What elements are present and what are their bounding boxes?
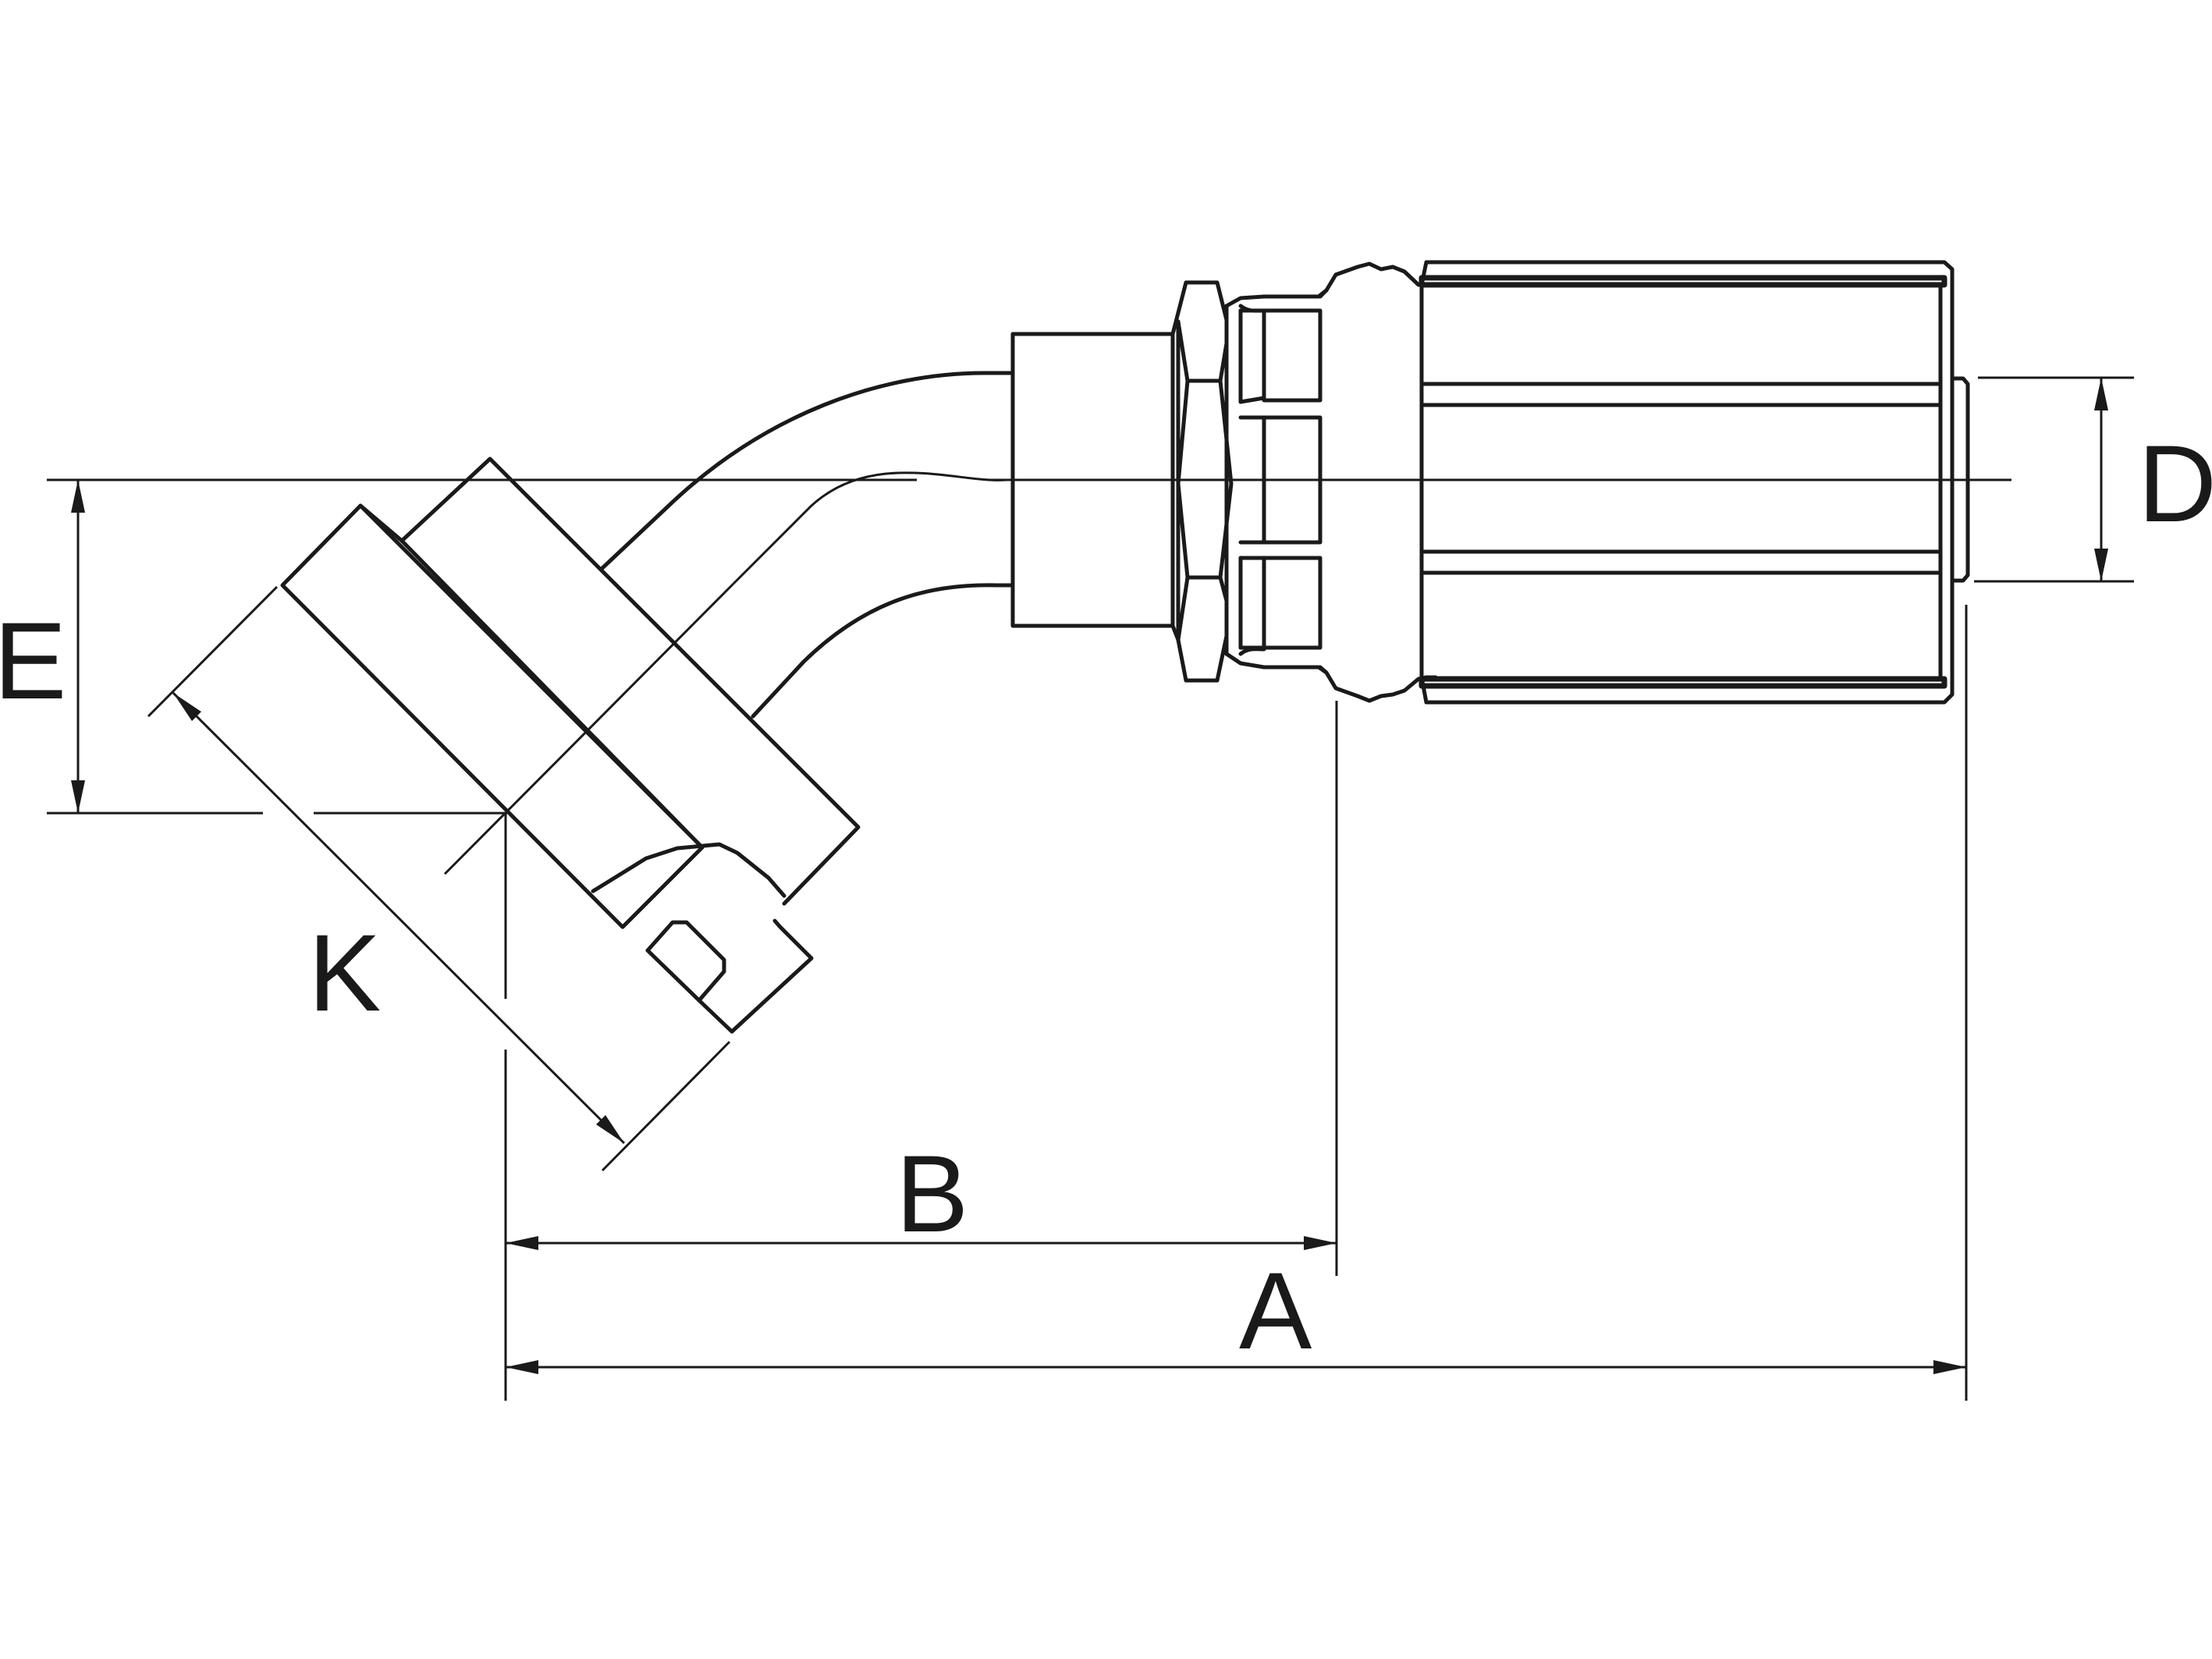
ferrule [1418, 260, 1970, 705]
dimension-e [47, 480, 507, 815]
label-k: K [308, 911, 381, 1034]
dimension-d [1974, 376, 2134, 583]
collar [1224, 288, 1329, 675]
label-d: D [2138, 422, 2212, 545]
dimension-k [147, 585, 731, 1172]
crimp-transition [1318, 261, 1438, 703]
label-b: B [896, 1132, 968, 1255]
label-a: A [1239, 1249, 1312, 1372]
angled-socket [280, 456, 861, 1034]
dimension-a-b [504, 605, 1968, 1401]
hex-nut [1010, 280, 1234, 683]
centerlines [47, 471, 2011, 876]
label-e: E [0, 599, 66, 722]
elbow-tube [600, 371, 1014, 719]
